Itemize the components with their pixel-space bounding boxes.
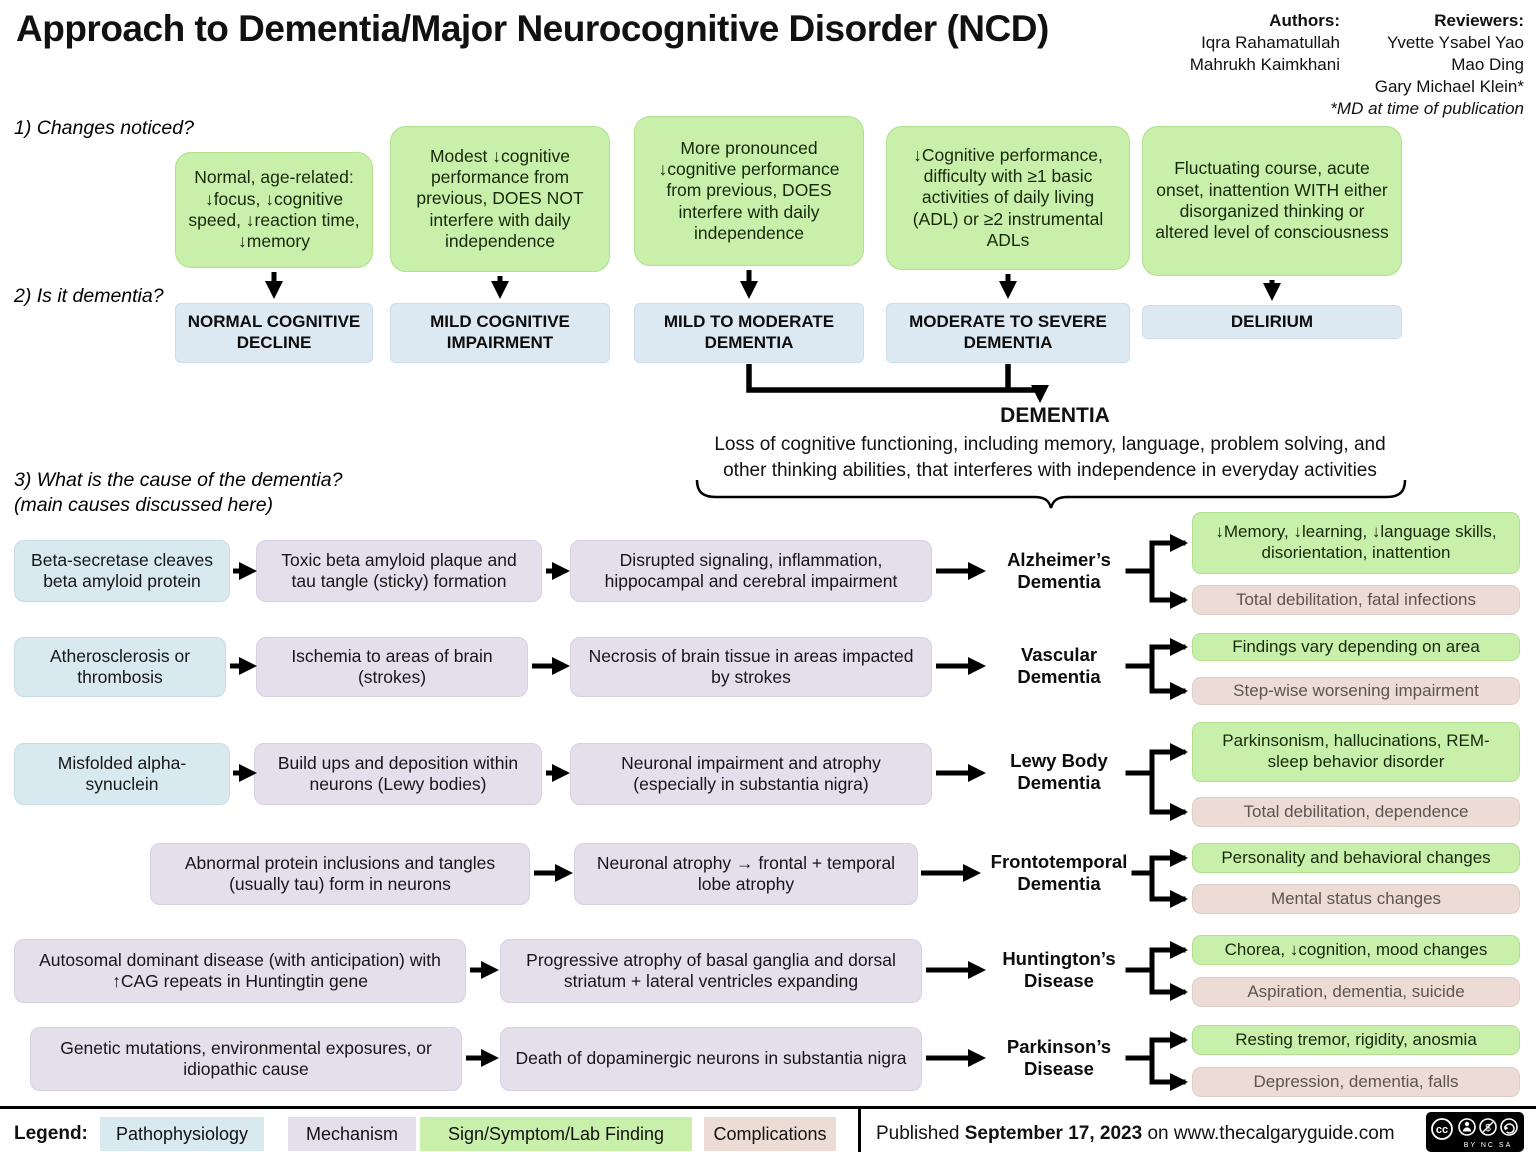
finding-box-mci: Modest ↓cognitive performance from previ… [390,126,610,272]
site-url: www.thecalgaryguide.com [1173,1123,1395,1144]
cc-sa-icon [1500,1118,1518,1136]
question-3-line2: (main causes discussed here) [14,494,274,517]
diagnosis-frontotemporal: Frontotemporal Dementia [990,850,1128,894]
cc-glyph: cc [1436,1124,1448,1136]
sign-box: Resting tremor, rigidity, anosmia [1192,1025,1520,1055]
complication-box: Depression, dementia, falls [1192,1067,1520,1097]
underbrace [695,479,1407,509]
question-2-label: 2) Is it dementia? [14,285,164,307]
authors-label: Authors: [1269,11,1340,30]
legend-item-pathophysiology: Pathophysiology [100,1117,264,1151]
finding-box-normal-aging: Normal, age-related: ↓focus, ↓cognitive … [175,152,373,268]
reviewers-label: Reviewers: [1434,11,1524,30]
dementia-definition-line2: other thinking abilities, that interfere… [723,459,1377,481]
complication-box: Aspiration, dementia, suicide [1192,977,1520,1007]
published-date: September 17, 2023 [964,1123,1143,1144]
complication-box: Mental status changes [1192,884,1520,914]
cause-box: Beta-secretase cleaves beta amyloid prot… [14,540,230,602]
legend-item-mechanism: Mechanism [288,1117,416,1151]
diagnosis-alzheimers: Alzheimer’s Dementia [1007,548,1111,592]
cc-icon [1431,1118,1453,1140]
finding-box-delirium: Fluctuating course, acute onset, inatten… [1142,126,1402,276]
diagnosis-parkinsons: Parkinson’s Disease [1006,1035,1112,1079]
stage-box-moderate-to-severe-dementia: MODERATE TO SEVERE DEMENTIA [886,303,1130,363]
sign-box: Personality and behavioral changes [1192,843,1520,873]
stage-box-delirium: DELIRIUM [1142,305,1402,339]
sign-box: Chorea, ↓cognition, mood changes [1192,935,1520,965]
mechanism-box: Genetic mutations, environmental exposur… [30,1027,462,1091]
finding-box-mild-moderate: More pronounced ↓cognitive performance f… [634,116,864,266]
finding-box-moderate-severe: ↓Cognitive performance, difficulty with … [886,126,1130,270]
published-conj: on [1142,1123,1174,1144]
mechanism-box: Build ups and deposition within neurons … [254,743,542,805]
stage-box-normal-cognitive-decline: NORMAL COGNITIVE DECLINE [175,303,373,363]
mechanism-box: Necrosis of brain tissue in areas impact… [570,637,932,697]
svg-text:$: $ [1485,1123,1491,1134]
md-note: *MD at time of publication [1330,99,1524,119]
mechanism-box: Death of dopaminergic neurons in substan… [500,1027,922,1091]
legend-bar: Legend: Pathophysiology Mechanism Sign/S… [0,1106,1536,1152]
mechanism-box: Toxic beta amyloid plaque and tau tangle… [256,540,542,602]
diagnosis-vascular: Vascular Dementia [1017,643,1101,687]
reviewer-name: Yvette Ysabel Yao [1386,33,1524,53]
stage-box-mild-to-moderate-dementia: MILD TO MODERATE DEMENTIA [634,303,864,363]
authors-block: Authors: Iqra Rahamatullah Mahrukh Kaimk… [1100,10,1340,76]
reviewers-block: Reviewers: Yvette Ysabel Yao Mao Ding Ga… [1284,10,1524,120]
reviewer-name: Gary Michael Klein* [1374,77,1524,97]
diagnosis-huntingtons: Huntington’s Disease [1002,947,1116,991]
complication-box: Total debilitation, fatal infections [1192,585,1520,615]
legend-divider [858,1109,861,1152]
dementia-heading: DEMENTIA [1000,404,1110,427]
question-1-label: 1) Changes noticed? [14,117,194,139]
mechanism-box: Abnormal protein inclusions and tangles … [150,843,530,905]
complication-box: Step-wise worsening impairment [1192,677,1520,705]
published-prefix: Published [876,1123,965,1144]
stage-box-mild-cognitive-impairment: MILD COGNITIVE IMPAIRMENT [390,303,610,363]
dementia-definition-line1: Loss of cognitive functioning, including… [714,434,1386,455]
mechanism-box: Neuronal impairment and atrophy (especia… [570,743,932,805]
cc-nc-icon: $ [1479,1118,1497,1136]
cause-box: Atherosclerosis or thrombosis [14,637,226,697]
question-3-line1: 3) What is the cause of the dementia? [14,469,343,491]
reviewer-name: Mao Ding [1451,55,1524,75]
mechanism-box: Progressive atrophy of basal ganglia and… [500,939,922,1003]
sign-box: Parkinsonism, hallucinations, REM-sleep … [1192,722,1520,782]
diagnosis-lewy-body: Lewy Body Dementia [1010,749,1108,793]
published-line: Published September 17, 2023 on www.thec… [876,1123,1395,1145]
author-name: Iqra Rahamatullah [1201,33,1340,53]
author-name: Mahrukh Kaimkhani [1189,55,1340,75]
mechanism-box: Autosomal dominant disease (with anticip… [14,939,466,1003]
dementia-bracket-arrow [746,364,1049,403]
fork-bracket-icons [1125,534,1188,1091]
complication-box: Total debilitation, dependence [1192,797,1520,827]
sign-box: Findings vary depending on area [1192,633,1520,661]
sign-box: ↓Memory, ↓learning, ↓language skills, di… [1192,512,1520,574]
question-3-label: 3) What is the cause of the dementia? (m… [14,468,342,519]
down-arrow-icons [265,270,1281,301]
legend-item-complications: Complications [704,1117,836,1151]
cc-license-badge: cc $ BY NC SA [1426,1112,1524,1152]
dementia-definition: Loss of cognitive functioning, including… [672,432,1428,483]
legend-item-sign-symptom: Sign/Symptom/Lab Finding [420,1117,692,1151]
mechanism-box: Ischemia to areas of brain (strokes) [256,637,528,697]
cc-by-icon [1458,1118,1476,1136]
mechanism-box: Disrupted signaling, inflammation, hippo… [570,540,932,602]
page-title: Approach to Dementia/Major Neurocognitiv… [16,8,1049,49]
legend-label: Legend: [14,1123,88,1144]
mechanism-box: Neuronal atrophy → frontal + temporal lo… [574,843,918,905]
cc-parts-label: BY NC SA [1464,1142,1513,1149]
cause-box: Misfolded alpha-synuclein [14,743,230,805]
